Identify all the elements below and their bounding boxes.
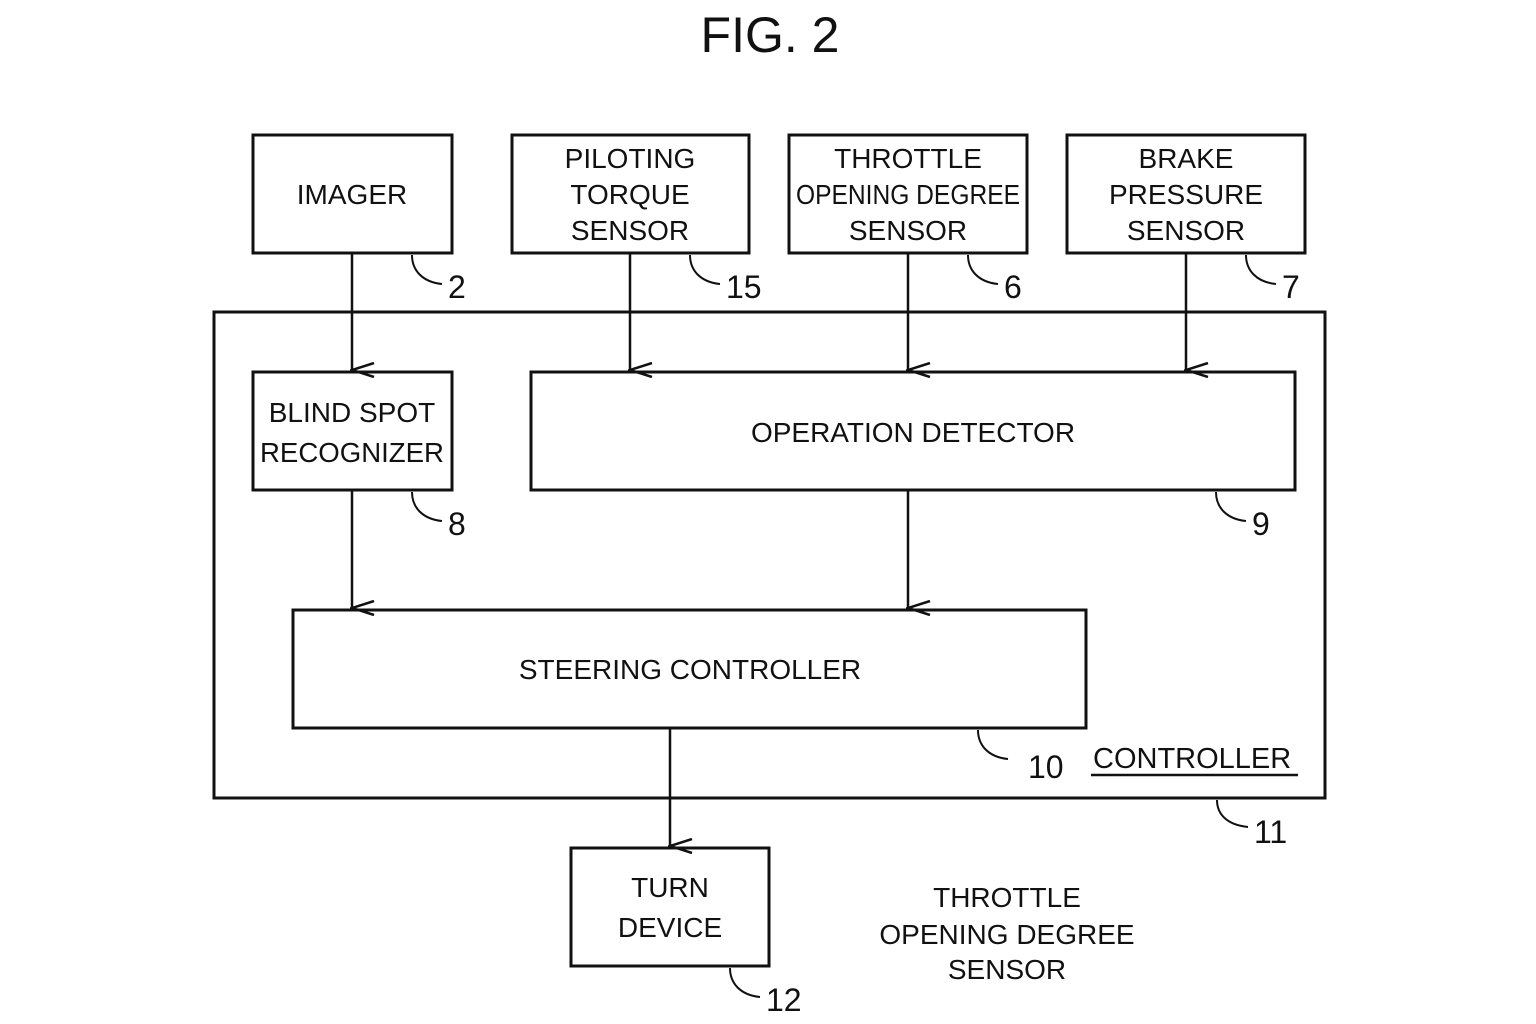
turn-device-box <box>569 846 771 968</box>
brake-pressure-sensor-block: BRAKE PRESSURE SENSOR 7 <box>1065 133 1307 305</box>
piloting-torque-sensor-leader-line <box>689 254 721 285</box>
blind-spot-recognizer-box <box>251 370 454 492</box>
brake-pressure-sensor-leader-line <box>1245 254 1277 285</box>
brake-pressure-sensor-box <box>1065 133 1307 255</box>
imager-leader-line <box>411 254 443 285</box>
throttle-sensor-box <box>787 133 1029 255</box>
throttle-sensor-label-line3: SENSOR <box>849 215 967 246</box>
turn-device-label-line2: DEVICE <box>618 912 722 943</box>
brake-pressure-sensor-ref: 7 <box>1282 269 1300 305</box>
blind-spot-recognizer-block: BLIND SPOT RECOGNIZER 8 <box>251 370 466 542</box>
turn-device-leader-line <box>729 967 761 998</box>
operation-detector-ref: 9 <box>1252 506 1270 542</box>
steering-controller-ref: 10 <box>1028 749 1064 785</box>
imager-block: IMAGER 2 <box>251 133 466 305</box>
operation-detector-box <box>529 370 1297 492</box>
brake-pressure-sensor-label-line2: PRESSURE <box>1109 179 1263 210</box>
piloting-torque-sensor-ref: 15 <box>726 269 762 305</box>
blind-spot-recognizer-label-line1: BLIND SPOT <box>269 397 435 428</box>
blind-spot-recognizer-leader-line <box>411 491 443 522</box>
brake-pressure-sensor-label-line1: BRAKE <box>1139 143 1234 174</box>
imager-ref: 2 <box>448 269 466 305</box>
stray-label-line1: THROTTLE <box>933 882 1081 913</box>
piloting-torque-sensor-label-line2: TORQUE <box>570 179 689 210</box>
operation-detector-block: OPERATION DETECTOR 9 <box>529 370 1297 542</box>
controller-ref: 11 <box>1254 814 1287 850</box>
piloting-torque-sensor-label-line1: PILOTING <box>565 143 696 174</box>
steering-controller-box <box>291 608 1088 730</box>
brake-pressure-sensor-label-line3: SENSOR <box>1127 215 1245 246</box>
imager-label: IMAGER <box>297 179 407 210</box>
stray-label-line2: OPENING DEGREE <box>879 919 1134 950</box>
throttle-sensor-label-line1: THROTTLE <box>834 143 982 174</box>
operation-detector-label: OPERATION DETECTOR <box>751 417 1075 448</box>
blind-spot-recognizer-ref: 8 <box>448 506 466 542</box>
steering-controller-block: STEERING CONTROLLER 10 <box>291 608 1088 785</box>
piloting-torque-sensor-block: PILOTING TORQUE SENSOR 15 <box>510 133 762 305</box>
turn-device-ref: 12 <box>766 982 802 1018</box>
throttle-sensor-leader-line <box>967 254 999 285</box>
controller-leader-line <box>1216 799 1249 828</box>
piloting-torque-sensor-label-line3: SENSOR <box>571 215 689 246</box>
operation-detector-leader-line <box>1215 491 1247 522</box>
steering-controller-leader-line <box>977 729 1009 760</box>
turn-device-block: TURN DEVICE 12 <box>569 846 802 1018</box>
blind-spot-recognizer-label-line2: RECOGNIZER <box>260 437 444 468</box>
piloting-torque-sensor-box <box>510 133 751 255</box>
stray-throttle-label: THROTTLE OPENING DEGREE SENSOR <box>879 882 1134 985</box>
stray-label-line3: SENSOR <box>948 954 1066 985</box>
throttle-sensor-label-line2: OPENING DEGREE <box>796 179 1020 210</box>
figure-title: FIG. 2 <box>701 7 840 63</box>
controller-label: CONTROLLER <box>1093 743 1291 775</box>
turn-device-label-line1: TURN <box>631 872 709 903</box>
steering-controller-label: STEERING CONTROLLER <box>519 654 861 685</box>
throttle-sensor-ref: 6 <box>1004 269 1022 305</box>
throttle-sensor-block: THROTTLE OPENING DEGREE SENSOR 6 <box>787 133 1029 305</box>
